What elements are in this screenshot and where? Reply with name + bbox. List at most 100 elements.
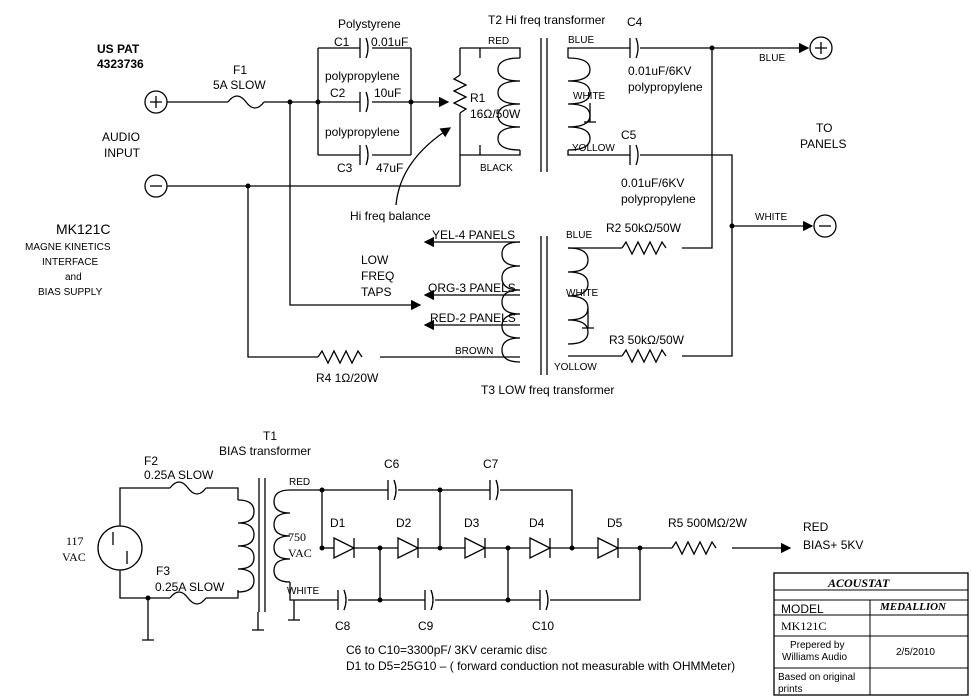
panels-label: PANELS [800,137,846,151]
c6-label: C6 [384,457,400,471]
bias-out-red: RED [803,520,829,534]
d5-label: D5 [607,516,623,530]
taps-freq: FREQ [361,269,394,283]
plus-output-terminal [809,36,833,60]
taps-taps: TAPS [361,285,391,299]
bias-section [97,478,792,641]
fuse-f2 [169,481,207,495]
model-line-2: INTERFACE [42,257,98,268]
c5-label: C5 [621,128,637,142]
capacitor-c5 [629,144,639,166]
t3-yellow: YOLLOW [554,362,597,373]
resistor-r3 [621,348,667,364]
t1-secondary-coil [273,489,291,583]
tap-brown: BROWN [455,346,493,357]
capacitor-c2 [359,91,369,113]
title-based-2: prints [778,684,802,695]
t1-vac: VAC [288,546,312,560]
c1-label: C1 [334,35,350,49]
fuse-f1 [227,95,265,109]
f2-label: F2 [144,454,158,468]
title-block: ACOUSTAT MODEL MEDALLION MK121C Prepered… [773,572,969,696]
diode-d4 [529,536,552,560]
c2-label: C2 [330,86,346,100]
r4-label: R4 1Ω/20W [316,371,379,385]
capacitor-c8 [337,589,347,611]
title-model-value: MEDALLION [879,601,947,613]
audio-section [144,36,837,375]
title-brand: ACOUSTAT [827,576,890,590]
model-line-4: BIAS SUPPLY [38,287,103,298]
title-prepared-2: Williams Audio [782,652,847,663]
title-part: MK121C [781,619,826,633]
t3-blue: BLUE [566,230,592,241]
minus-input-terminal [144,174,168,198]
c1-value: 0.01uF [371,35,408,49]
t2-yellow: YOLLOW [572,143,615,154]
output-blue: BLUE [759,53,785,64]
resistor-r4 [317,349,363,365]
mains-plug-icon [97,525,143,571]
t1-red: RED [289,477,310,488]
t3-primary-coil [501,241,521,363]
hi-freq-balance-arrow [395,127,452,206]
r2-label: R2 50kΩ/50W [606,221,682,235]
d4-label: D4 [529,516,545,530]
t2-secondary-coil [567,57,591,151]
diode-d1 [333,536,356,560]
capacitor-c10 [539,589,549,611]
r1-value: 16Ω/50W [470,107,521,121]
note-diodes: D1 to D5=25G10 – ( forward conduction no… [346,659,735,673]
title-based-1: Based on original [778,672,855,683]
f3-label: F3 [156,564,170,578]
f1-label: F1 [233,63,247,77]
t2-core [540,38,548,172]
c2-value: 10uF [374,86,401,100]
c3-value: 47uF [376,161,403,175]
patent-label: US PAT [97,42,140,56]
polystyrene-label: Polystyrene [338,17,401,31]
c4-type: polypropylene [628,80,703,94]
capacitor-c7 [489,479,499,501]
r5-label: R5 500MΩ/2W [668,516,748,530]
c7-label: C7 [483,457,499,471]
t1-white: WHITE [287,586,320,597]
title-model-label: MODEL [781,602,824,616]
c9-label: C9 [418,619,434,633]
c4-label: C4 [627,15,643,29]
title-date: 2/5/2010 [896,647,935,658]
diode-d5 [597,536,620,560]
to-label: TO [816,121,832,135]
note-caps: C6 to C10=3300pF/ 3KV ceramic disc [346,643,547,657]
f1-value: 5A SLOW [213,78,266,92]
capacitor-c1 [359,37,369,59]
hi-freq-balance-label: Hi freq balance [350,209,431,223]
t2-blue: BLUE [568,35,594,46]
capacitor-c6 [387,479,397,501]
minus-output-terminal [813,214,837,238]
audio-label-1: AUDIO [102,130,140,144]
r3-label: R3 50kΩ/50W [609,333,685,347]
t2-black: BLACK [480,163,513,174]
mains-vac: VAC [62,550,86,564]
capacitor-c9 [424,589,434,611]
taps-low: LOW [361,253,389,267]
bias-out-value: BIAS+ 5KV [803,538,863,552]
resistor-r2 [621,240,667,256]
c5-value: 0.01uF/6KV [621,176,684,190]
t2-primary-coil [497,57,521,151]
t3-secondary-coil [567,247,589,345]
title-prepared-1: Prepered by [790,640,844,651]
f2-value: 0.25A SLOW [144,468,214,482]
audio-label-2: INPUT [104,146,141,160]
tap-org: ORG-3 PANELS [428,281,516,295]
pp1-label: polypropylene [325,69,400,83]
t2-title: T2 Hi freq transformer [488,13,605,27]
c4-value: 0.01uF/6KV [628,64,691,78]
f3-value: 0.25A SLOW [155,580,225,594]
model-line-3: and [65,272,82,283]
d3-label: D3 [464,516,480,530]
patent-number: 4323736 [97,57,144,71]
